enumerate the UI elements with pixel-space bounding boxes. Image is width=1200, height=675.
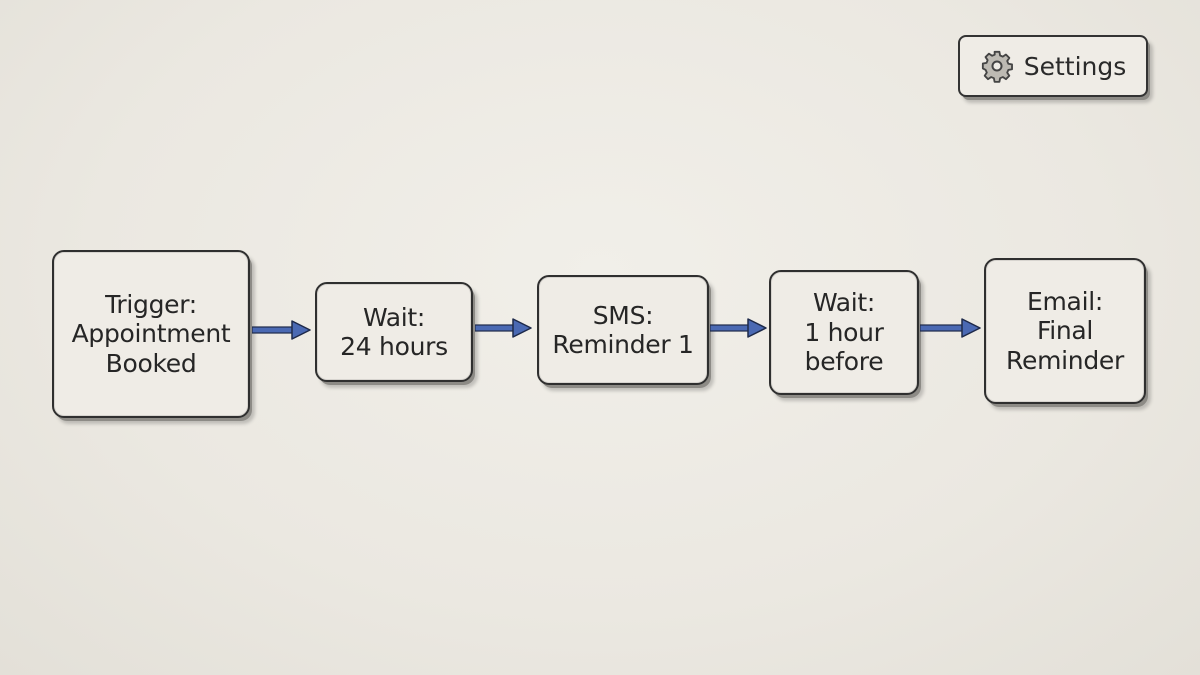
wait-24-hours-node[interactable]: Wait: 24 hours xyxy=(315,282,473,382)
gear-icon xyxy=(981,50,1013,83)
connector-arrow xyxy=(710,318,767,338)
node-line: SMS: xyxy=(592,300,654,330)
node-line: Wait: xyxy=(362,302,426,332)
node-line: Booked xyxy=(105,348,197,378)
node-line: Email: xyxy=(1027,286,1103,316)
node-line: Reminder xyxy=(1006,345,1124,375)
settings-button[interactable]: Settings xyxy=(958,35,1148,97)
connector-arrow xyxy=(475,318,532,338)
node-line: before xyxy=(804,347,884,377)
node-line: Wait: xyxy=(812,288,876,318)
wait-1-hour-node[interactable]: Wait: 1 hour before xyxy=(769,270,919,395)
settings-label: Settings xyxy=(1023,51,1127,81)
node-line: 24 hours xyxy=(340,332,448,361)
connector-arrow xyxy=(920,318,981,338)
connector-arrow xyxy=(252,320,311,340)
sms-reminder-node[interactable]: SMS: Reminder 1 xyxy=(537,275,709,385)
email-final-reminder-node[interactable]: Email: Final Reminder xyxy=(984,258,1146,404)
trigger-node[interactable]: Trigger: Appointment Booked xyxy=(52,250,250,418)
node-line: Trigger: xyxy=(105,289,197,319)
node-line: Appointment xyxy=(71,319,231,349)
node-line: Reminder 1 xyxy=(552,330,694,359)
node-line: 1 hour xyxy=(804,317,884,347)
node-line: Final xyxy=(1036,316,1094,346)
